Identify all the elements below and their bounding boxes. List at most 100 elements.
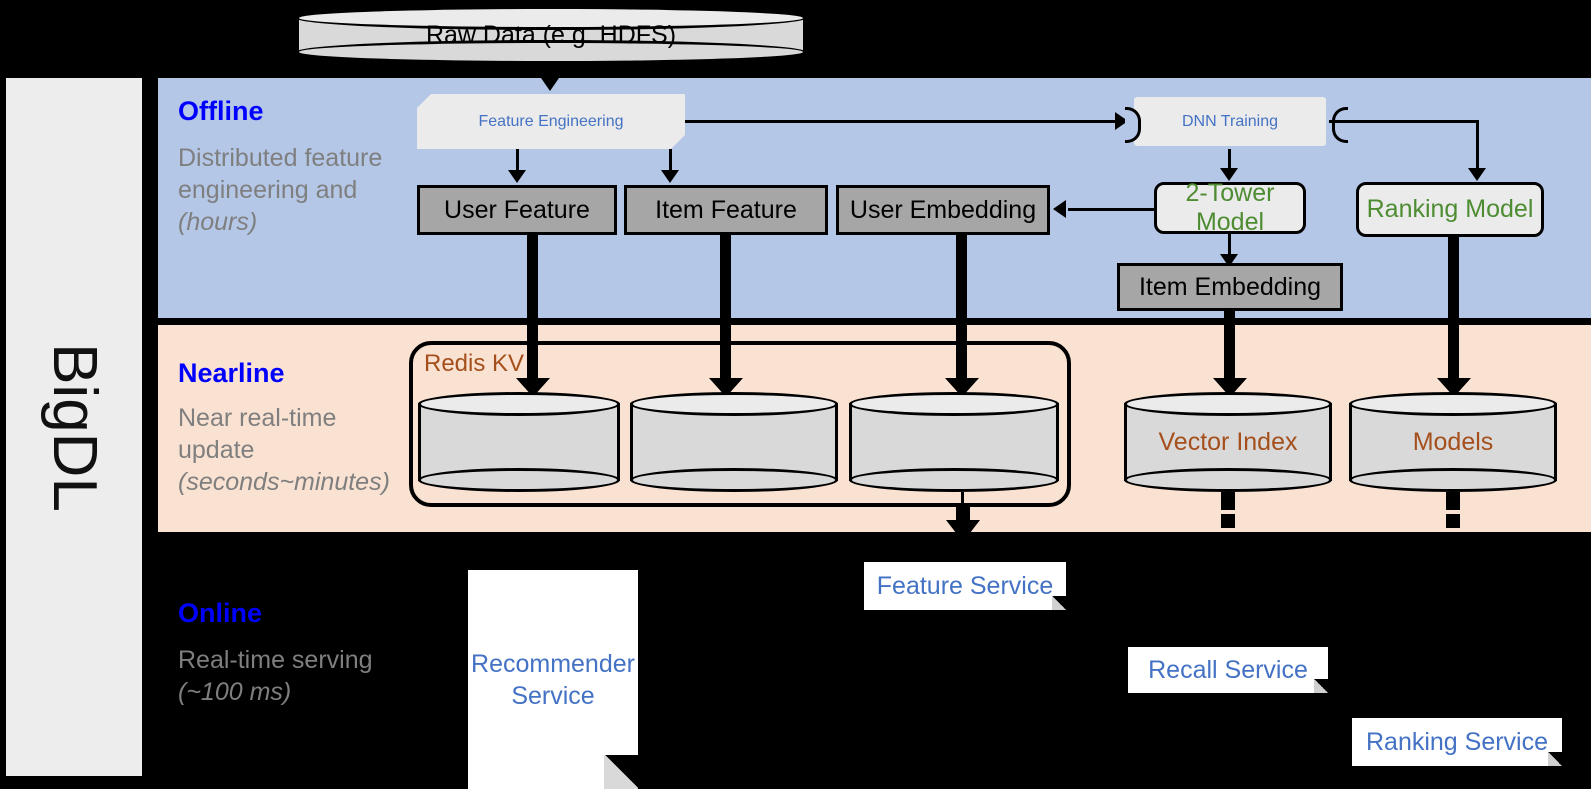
cylinder-top bbox=[849, 392, 1059, 416]
feature-service-label: Feature Service bbox=[876, 571, 1054, 600]
arrowhead-redis-featureservice bbox=[946, 520, 980, 542]
band-subtitle-offline: Distributed feature engineering and (hou… bbox=[178, 142, 408, 238]
cylinder-bottom bbox=[630, 468, 838, 492]
redis-kv-group bbox=[409, 341, 1071, 507]
dnn-training-box[interactable]: DNN Training bbox=[1134, 97, 1326, 146]
redis-store-2[interactable] bbox=[630, 392, 838, 492]
feature-service-doc[interactable]: Feature Service bbox=[864, 562, 1066, 610]
framework-name: BigDL bbox=[39, 342, 109, 512]
cylinder-bottom bbox=[418, 468, 620, 492]
band-title-nearline: Nearline bbox=[178, 358, 285, 388]
page-fold-icon bbox=[604, 755, 638, 789]
band-subtitle-online-em: (~100 ms) bbox=[178, 678, 292, 706]
redis-store-3[interactable] bbox=[849, 392, 1059, 492]
arrowhead-fe-userfeature bbox=[508, 170, 526, 183]
user-embedding-label: User Embedding bbox=[849, 195, 1037, 224]
feature-engineering-outline bbox=[0, 0, 268, 55]
arrowhead-fe-dnn bbox=[1115, 112, 1128, 130]
pipe-itemfeature-store bbox=[720, 235, 731, 385]
connector-rawdata-fe bbox=[549, 64, 552, 82]
recall-service-label: Recall Service bbox=[1148, 655, 1308, 684]
band-title-online: Online bbox=[178, 598, 263, 628]
connector-dot-vectorindex-b bbox=[1221, 514, 1235, 528]
connector-fe-itemfeature bbox=[669, 149, 672, 173]
user-feature-box[interactable]: User Feature bbox=[417, 185, 617, 235]
recommender-service-label: Recommender Service bbox=[471, 649, 635, 710]
vector-index-label: Vector Index bbox=[1158, 427, 1298, 456]
arrowhead-twotower-userembedding bbox=[1053, 200, 1066, 218]
connector-dot-models-a bbox=[1446, 492, 1460, 510]
models-label: Models bbox=[1412, 427, 1494, 456]
band-subtitle-online-text: Real-time serving bbox=[178, 646, 373, 674]
band-subtitle-online: Real-time serving (~100 ms) bbox=[178, 644, 408, 708]
redis-store-3-label bbox=[849, 392, 1059, 492]
feature-engineering-box[interactable]: Feature Engineering bbox=[417, 94, 685, 149]
page-fold-icon bbox=[1052, 596, 1066, 610]
page-fold-icon bbox=[1314, 679, 1328, 693]
connector-dnn-twotower bbox=[1228, 149, 1231, 171]
pipe-userembedding-store bbox=[956, 235, 967, 385]
raw-data-cylinder: Raw Data (e.g. HDFS) bbox=[296, 6, 806, 64]
cylinder-bottom bbox=[1124, 468, 1332, 492]
cylinder-top bbox=[418, 392, 620, 416]
connector-fe-userfeature bbox=[516, 149, 519, 173]
page-fold-icon bbox=[1548, 752, 1562, 766]
band-subtitle-offline-text: Distributed feature engineering and bbox=[178, 144, 383, 204]
connector-dnn-ranking-v bbox=[1476, 120, 1479, 170]
redis-store-2-label bbox=[630, 392, 838, 492]
band-title-offline: Offline bbox=[178, 96, 264, 126]
redis-kv-label: Redis KV bbox=[424, 350, 525, 377]
redis-store-1-label bbox=[418, 392, 620, 492]
pipe-itemembedding-vectorindex bbox=[1224, 311, 1235, 386]
item-feature-box[interactable]: Item Feature bbox=[624, 185, 828, 235]
ranking-model-label: Ranking Model bbox=[1366, 195, 1534, 223]
band-subtitle-nearline-text: Near real-time update bbox=[178, 404, 337, 464]
arrowhead-dnn-twotower bbox=[1220, 168, 1238, 181]
arrowhead-rawdata-fe bbox=[541, 78, 559, 91]
band-subtitle-nearline: Near real-time update (seconds~minutes) bbox=[178, 402, 418, 498]
connector-redis-featureservice-stub bbox=[961, 492, 964, 508]
connector-dot-vectorindex-a bbox=[1221, 492, 1235, 510]
cylinder-top bbox=[1349, 392, 1557, 416]
ranking-service-doc[interactable]: Ranking Service bbox=[1352, 718, 1562, 766]
user-feature-label: User Feature bbox=[444, 195, 590, 224]
recall-service-doc[interactable]: Recall Service bbox=[1128, 647, 1328, 693]
pipe-userfeature-store bbox=[527, 235, 538, 385]
cylinder-bottom bbox=[1349, 468, 1557, 492]
connector-twotower-itemembedding bbox=[1228, 234, 1231, 258]
arrowhead-fe-itemfeature bbox=[661, 170, 679, 183]
feature-engineering-label: Feature Engineering bbox=[478, 112, 624, 130]
cylinder-top bbox=[630, 392, 838, 416]
connector-dot-models-b bbox=[1446, 514, 1460, 528]
connector-dnn-ranking-h bbox=[1329, 120, 1479, 123]
connector-twotower-userembedding bbox=[1068, 208, 1156, 211]
models-cylinder[interactable]: Models bbox=[1349, 392, 1557, 492]
redis-store-1[interactable] bbox=[418, 392, 620, 492]
ranking-service-label: Ranking Service bbox=[1365, 727, 1549, 756]
band-subtitle-offline-em: (hours) bbox=[178, 208, 258, 236]
recommender-service-doc[interactable]: Recommender Service bbox=[468, 570, 638, 789]
cylinder-top bbox=[296, 6, 806, 30]
item-feature-label: Item Feature bbox=[655, 195, 797, 224]
connector-fe-dnn bbox=[685, 120, 1117, 123]
framework-rail: BigDL bbox=[6, 78, 142, 776]
vector-index-cylinder[interactable]: Vector Index bbox=[1124, 392, 1332, 492]
two-tower-model-box[interactable]: 2-Tower Model bbox=[1154, 179, 1306, 236]
framework-rail-label: BigDL bbox=[6, 78, 142, 776]
cylinder-bottom bbox=[849, 468, 1059, 492]
band-subtitle-nearline-em: (seconds~minutes) bbox=[178, 468, 390, 496]
user-embedding-box[interactable]: User Embedding bbox=[836, 185, 1050, 235]
two-tower-model-label: 2-Tower Model bbox=[1185, 179, 1275, 236]
arrowhead-dnn-ranking bbox=[1468, 168, 1486, 181]
raw-data-label: Raw Data (e.g. HDFS) bbox=[425, 20, 677, 49]
cylinder-bottom bbox=[296, 40, 806, 64]
connector-dot-featureservice bbox=[956, 506, 970, 524]
dnn-notch-right-icon bbox=[1332, 107, 1348, 143]
item-embedding-label: Item Embedding bbox=[1138, 272, 1322, 301]
cylinder-top bbox=[1124, 392, 1332, 416]
item-embedding-box[interactable]: Item Embedding bbox=[1117, 263, 1343, 311]
ranking-model-box[interactable]: Ranking Model bbox=[1356, 182, 1544, 237]
dnn-training-label: DNN Training bbox=[1181, 112, 1279, 130]
dnn-notch-left-icon bbox=[1125, 107, 1141, 143]
